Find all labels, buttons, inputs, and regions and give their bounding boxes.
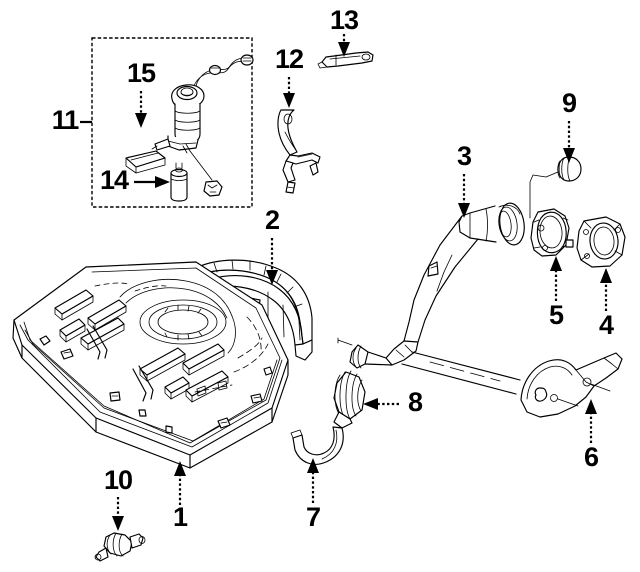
callout-13[interactable]: 13 bbox=[330, 5, 360, 35]
callout-15[interactable]: 15 bbox=[127, 58, 157, 88]
part-pump-retainer-strap bbox=[317, 51, 374, 69]
part-fuel-tank bbox=[12, 261, 289, 469]
callout-14[interactable]: 14 bbox=[100, 165, 130, 195]
part-check-valve bbox=[94, 532, 146, 562]
callout-numbers: 1 2 3 4 5 6 7 8 9 10 11 12 13 14 15 bbox=[52, 5, 615, 532]
part-filler-neck-retainer bbox=[530, 208, 574, 257]
callout-leaders bbox=[80, 34, 612, 531]
part-fuel-filter bbox=[170, 162, 188, 202]
callout-3[interactable]: 3 bbox=[457, 141, 473, 171]
callout-10[interactable]: 10 bbox=[104, 465, 133, 495]
part-fuel-pump-bracket bbox=[277, 109, 321, 194]
part-fuel-door-bracket bbox=[520, 352, 623, 418]
callout-5[interactable]: 5 bbox=[549, 300, 565, 330]
callout-7[interactable]: 7 bbox=[306, 502, 321, 532]
callout-8[interactable]: 8 bbox=[408, 387, 424, 417]
callout-4[interactable]: 4 bbox=[599, 310, 615, 340]
part-filler-neck-housing bbox=[576, 216, 626, 268]
part-fuel-cap bbox=[529, 156, 582, 219]
part-fuel-pump-module bbox=[125, 54, 254, 197]
callout-9[interactable]: 9 bbox=[562, 88, 578, 118]
part-breather-hose bbox=[333, 370, 366, 429]
callout-2[interactable]: 2 bbox=[265, 205, 280, 235]
callout-11[interactable]: 11 bbox=[52, 105, 81, 135]
callout-12[interactable]: 12 bbox=[275, 44, 304, 74]
callout-6[interactable]: 6 bbox=[584, 442, 600, 472]
part-filler-hose bbox=[290, 426, 344, 465]
callout-1[interactable]: 1 bbox=[173, 502, 189, 532]
part-filler-neck-pipe bbox=[337, 202, 525, 395]
